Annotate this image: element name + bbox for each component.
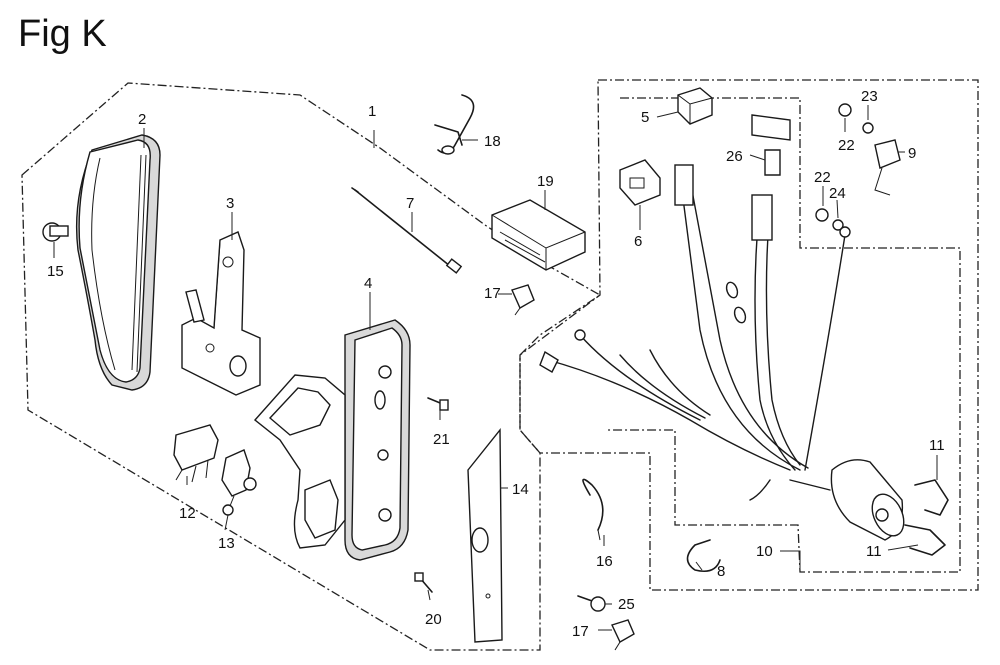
callout-17-upper: 17 — [484, 285, 501, 302]
callout-22-upper: 22 — [838, 137, 855, 154]
leader-lines — [53, 105, 938, 631]
callout-12: 12 — [179, 505, 196, 522]
callout-26: 26 — [726, 148, 743, 165]
part-4-control-plate — [253, 319, 411, 561]
callout-3: 3 — [226, 195, 234, 212]
harness-outline — [519, 79, 979, 591]
part-13-switch-assy — [221, 449, 257, 516]
part-21-screw — [427, 397, 449, 411]
part-15-screw — [42, 222, 69, 242]
part-3-bracket — [181, 231, 261, 396]
part-12-switch — [173, 424, 219, 483]
callout-15: 15 — [47, 263, 64, 280]
callout-7: 7 — [406, 195, 414, 212]
callout-23: 23 — [861, 88, 878, 105]
part-9-sensor — [874, 139, 901, 196]
part-6-fuse-holder — [619, 159, 661, 206]
part-11-terminal-upper — [914, 479, 949, 516]
callout-11-upper: 11 — [929, 437, 945, 454]
callout-11-lower: 11 — [866, 543, 882, 560]
part-20-screw — [414, 572, 433, 593]
callout-20: 20 — [425, 611, 442, 628]
part-17-clip-upper — [511, 284, 535, 316]
callout-25: 25 — [618, 596, 635, 613]
group-outlines — [21, 79, 979, 651]
part-18-clip — [434, 94, 475, 155]
part-2-cover — [75, 134, 161, 391]
callout-24: 24 — [829, 185, 846, 202]
callout-2: 2 — [138, 111, 146, 128]
inner-harness-outline — [608, 97, 961, 573]
part-11-terminal-lower — [904, 524, 946, 556]
part-8-clamp — [686, 539, 721, 573]
part-24-washer — [832, 219, 844, 231]
callouts: 1 2 3 4 5 6 7 8 9 10 11 11 12 13 14 15 1… — [47, 88, 945, 640]
figure-title: Fig K — [18, 13, 107, 55]
callout-17-lower: 17 — [572, 623, 589, 640]
part-14-gasket — [467, 428, 503, 643]
part-26-fuse — [751, 114, 791, 176]
callout-21: 21 — [433, 431, 450, 448]
part-25-screw — [577, 595, 606, 612]
part-19-block — [491, 199, 586, 271]
part-17-clip-lower — [611, 619, 635, 651]
callout-14: 14 — [512, 481, 529, 498]
part-16-band — [582, 478, 604, 541]
ignition-switch — [830, 459, 905, 541]
callout-5: 5 — [641, 109, 649, 126]
callout-18: 18 — [484, 133, 501, 150]
callout-4: 4 — [364, 275, 372, 292]
callout-22-lower: 22 — [814, 169, 831, 186]
part-7-rod — [351, 187, 463, 274]
callout-8: 8 — [717, 563, 725, 580]
callout-13: 13 — [218, 535, 235, 552]
main-assembly-outline — [21, 82, 602, 651]
callout-16: 16 — [596, 553, 613, 570]
callout-1: 1 — [368, 103, 376, 120]
callout-9: 9 — [908, 145, 916, 162]
callout-10: 10 — [756, 543, 773, 560]
part-22-nut-upper — [838, 103, 852, 117]
part-22-nut-lower — [815, 208, 829, 222]
part-5-relay — [677, 87, 713, 125]
callout-19: 19 — [537, 173, 554, 190]
callout-6: 6 — [634, 233, 642, 250]
part-23-washer — [862, 122, 874, 134]
part-10-wire-harness — [539, 164, 851, 501]
